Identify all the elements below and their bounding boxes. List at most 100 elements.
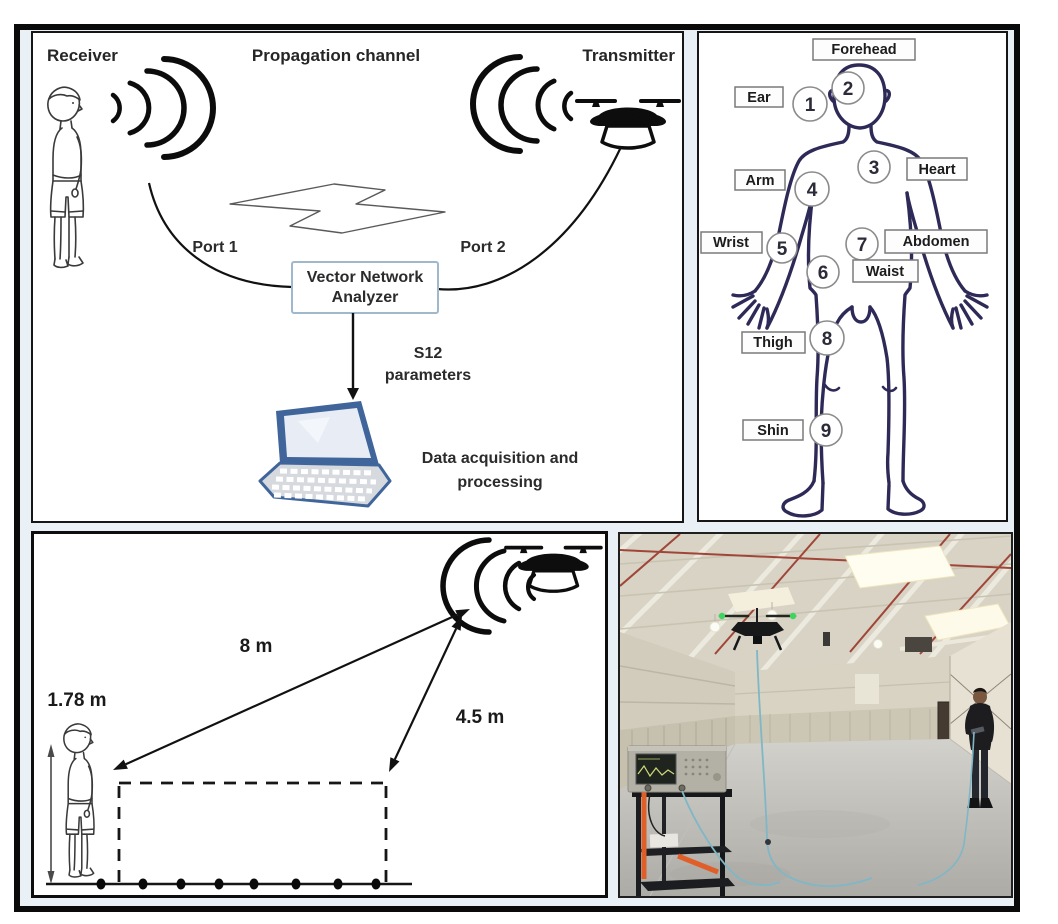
vna-trace bbox=[637, 764, 675, 778]
person-icon bbox=[63, 723, 95, 878]
receiver-label: Receiver bbox=[47, 46, 118, 65]
svg-text:4: 4 bbox=[807, 180, 818, 201]
position-marker-5: 5 bbox=[766, 232, 798, 264]
svg-text:Heart: Heart bbox=[918, 162, 955, 178]
body-positions-drawing: 1 2 3 4 5 bbox=[700, 38, 989, 518]
svg-text:2: 2 bbox=[843, 79, 854, 100]
position-marker-1: 1 bbox=[792, 86, 828, 122]
port1-label: Port 1 bbox=[192, 239, 237, 256]
svg-text:9: 9 bbox=[821, 421, 832, 442]
label-waist: Waist bbox=[852, 259, 919, 283]
hanging-fixture bbox=[823, 632, 830, 646]
svg-text:Thigh: Thigh bbox=[753, 335, 792, 351]
ground-measurement-dots bbox=[96, 878, 381, 890]
position-marker-6: 6 bbox=[806, 255, 840, 289]
receiver-person-icon bbox=[47, 86, 85, 269]
operator-cable bbox=[917, 731, 975, 886]
position-marker-9: 9 bbox=[809, 413, 843, 447]
measurement-setup-panel: Receiver Propagation channel Transmitter bbox=[31, 31, 684, 523]
cable-connector bbox=[765, 839, 771, 845]
svg-text:7: 7 bbox=[857, 235, 868, 256]
geometry-panel: 8 m 1.78 m 4.5 m bbox=[31, 531, 608, 898]
svg-text:5: 5 bbox=[777, 239, 788, 260]
position-marker-2: 2 bbox=[831, 71, 865, 105]
port2-cable bbox=[436, 146, 622, 291]
label-abdomen: Abdomen bbox=[884, 229, 988, 254]
vna-buttons bbox=[684, 758, 709, 776]
position-marker-4: 4 bbox=[794, 171, 830, 207]
laptop-icon bbox=[258, 401, 392, 508]
svg-text:Abdomen: Abdomen bbox=[903, 234, 970, 250]
svg-text:Arm: Arm bbox=[745, 173, 774, 189]
skylight bbox=[844, 545, 956, 589]
lightning-bolt-icon bbox=[229, 183, 446, 234]
drone-icon bbox=[575, 99, 681, 150]
label-ear: Ear bbox=[734, 86, 784, 108]
wall-patch bbox=[855, 674, 879, 704]
warehouse-ceiling bbox=[620, 534, 1011, 672]
label-arm: Arm bbox=[734, 169, 786, 191]
vna-instrument bbox=[627, 745, 727, 793]
paper-stack bbox=[649, 833, 679, 848]
measurement-dashed-lines bbox=[117, 781, 388, 882]
label-thigh: Thigh bbox=[741, 331, 806, 354]
link-distance-arrow bbox=[113, 609, 470, 770]
propagation-channel-label: Propagation channel bbox=[252, 46, 420, 65]
skylight bbox=[728, 587, 795, 612]
svg-text:Forehead: Forehead bbox=[831, 42, 896, 58]
drone-icon bbox=[504, 545, 603, 593]
label-shin: Shin bbox=[742, 419, 804, 441]
warehouse-photo bbox=[620, 534, 1011, 896]
heater-unit bbox=[905, 637, 932, 652]
measurement-setup-drawing: Receiver Propagation channel Transmitter bbox=[47, 46, 681, 508]
body-positions-panel: 1 2 3 4 5 bbox=[697, 31, 1008, 522]
measurement-photo-panel bbox=[618, 532, 1013, 898]
drone-waves-icon bbox=[440, 537, 536, 635]
daq-label-line2: processing bbox=[457, 474, 542, 491]
ground-line bbox=[46, 878, 412, 890]
operator-person bbox=[965, 687, 995, 808]
vna-box: Vector Network Analyzer bbox=[291, 261, 439, 314]
position-marker-7: 7 bbox=[845, 227, 879, 261]
svg-text:8: 8 bbox=[822, 329, 833, 350]
position-markers: 1 2 3 4 5 bbox=[766, 71, 891, 447]
hair bbox=[973, 687, 987, 694]
vna-port bbox=[678, 784, 686, 792]
s12-arrow bbox=[347, 313, 359, 400]
drone-cable bbox=[756, 649, 873, 888]
svg-text:3: 3 bbox=[869, 158, 880, 179]
vna-label-line2: Analyzer bbox=[332, 289, 399, 306]
person-height-arrow bbox=[47, 744, 55, 884]
daq-label-line1: Data acquisition and bbox=[422, 450, 578, 467]
transmitter-waves-icon bbox=[470, 54, 574, 154]
label-forehead: Forehead bbox=[812, 38, 916, 61]
position-marker-8: 8 bbox=[809, 320, 845, 356]
s12-label-line1: S12 bbox=[414, 345, 443, 362]
link-distance-label: 8 m bbox=[240, 636, 273, 657]
power-cable bbox=[648, 793, 666, 837]
drone-green-light bbox=[789, 612, 797, 620]
svg-text:Shin: Shin bbox=[757, 423, 788, 439]
port2-label: Port 2 bbox=[460, 239, 505, 256]
drone-green-light bbox=[718, 612, 726, 620]
receiver-waves-icon bbox=[110, 56, 216, 160]
port1-cable bbox=[147, 182, 293, 289]
label-wrist: Wrist bbox=[700, 231, 763, 254]
svg-text:Wrist: Wrist bbox=[713, 235, 749, 251]
vna-port bbox=[644, 784, 652, 792]
svg-text:6: 6 bbox=[818, 263, 829, 284]
flying-drone bbox=[718, 608, 797, 651]
geometry-drawing: 8 m 1.78 m 4.5 m bbox=[46, 537, 603, 890]
instrument-cable bbox=[681, 790, 781, 886]
vna-knob bbox=[713, 773, 721, 781]
drone-height-arrow bbox=[389, 616, 462, 772]
orange-strap bbox=[677, 853, 719, 875]
svg-text:Ear: Ear bbox=[747, 90, 771, 106]
position-marker-3: 3 bbox=[857, 150, 891, 184]
s12-label-line2: parameters bbox=[385, 367, 471, 384]
label-heart: Heart bbox=[906, 157, 968, 181]
drone-height-label: 4.5 m bbox=[456, 707, 505, 728]
transmitter-label: Transmitter bbox=[582, 46, 675, 65]
person-height-label: 1.78 m bbox=[47, 690, 106, 711]
